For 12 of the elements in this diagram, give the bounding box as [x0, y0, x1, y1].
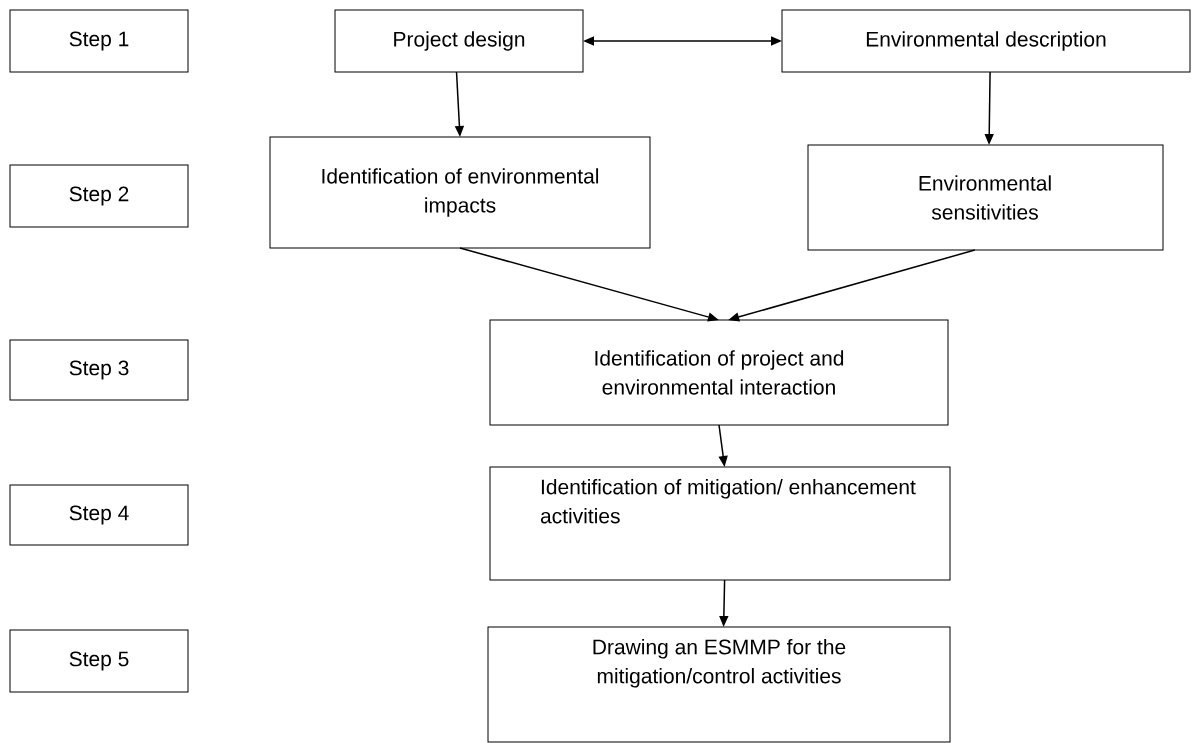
step-box: Step 5	[9, 629, 189, 693]
process-box: Identification of environmental impacts	[269, 136, 651, 249]
process-box: Identification of mitigation/ enhancement activities	[489, 466, 951, 581]
process-box: Identification of project and environmental interaction	[489, 319, 949, 426]
process-box: Drawing an ESMMP for the mitigation/control activities	[487, 626, 951, 743]
step-box: Step 2	[9, 164, 189, 228]
process-box: Project design	[334, 9, 584, 73]
step-box: Step 1	[9, 9, 189, 73]
step-box: Step 4	[9, 484, 189, 546]
process-box: Environmental description	[781, 9, 1191, 73]
step-box: Step 3	[9, 339, 189, 401]
process-box: Environmental sensitivities	[807, 144, 1164, 251]
